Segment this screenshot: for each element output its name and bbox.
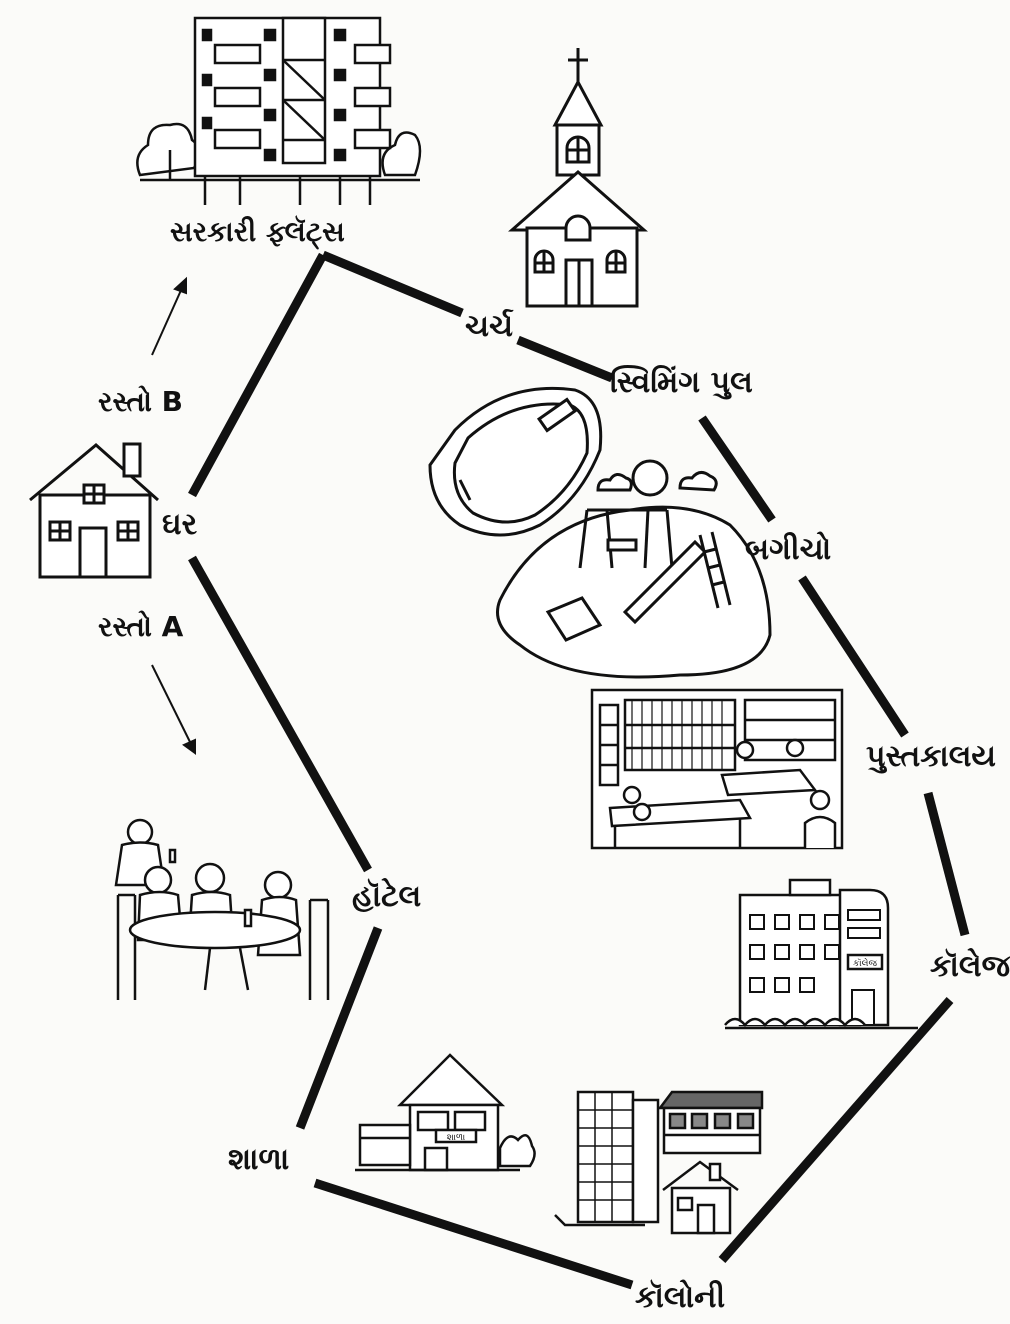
label-route-a: રસ્તો A xyxy=(98,610,184,643)
path-church-pool xyxy=(516,335,614,383)
arrow-down-icon xyxy=(151,664,196,755)
path-hotel-home xyxy=(188,555,372,873)
college-sign: કૉલેજ xyxy=(853,957,877,969)
path-garden-library xyxy=(798,575,909,738)
label-colony: કૉલોની xyxy=(635,1280,726,1315)
label-route-b: રસ્તો B xyxy=(98,385,183,418)
arrow-up-icon xyxy=(151,276,187,356)
path-lines xyxy=(188,250,970,1290)
colony-buildings-icon xyxy=(554,1090,764,1235)
label-flats: સરકારી ફ્લૅટ્સ xyxy=(170,215,345,248)
playground-icon xyxy=(496,459,772,679)
pool-icon xyxy=(428,386,603,537)
school-building-icon xyxy=(355,1053,536,1172)
path-colony-school xyxy=(313,1178,634,1290)
path-home-flats xyxy=(188,252,327,498)
label-library: પુસ્તકાલય xyxy=(866,739,996,774)
path-library-college xyxy=(923,791,970,937)
path-school-hotel xyxy=(295,926,383,1130)
church-icon xyxy=(508,48,648,308)
label-home: ઘર xyxy=(162,507,198,542)
label-hotel: હૉટેલ xyxy=(352,879,422,914)
label-garden: બગીચો xyxy=(745,532,832,567)
school-sign: શાળા xyxy=(447,1133,465,1143)
label-college: કૉલેજ xyxy=(930,949,1010,984)
path-pool-garden xyxy=(698,415,776,523)
house-icon xyxy=(29,442,159,579)
path-college-colony xyxy=(718,997,954,1263)
path-flats-church xyxy=(321,250,464,318)
college-building-icon xyxy=(724,878,918,1030)
label-pool: સ્વિમિંગ પુલ xyxy=(610,365,753,400)
flats-building-icon xyxy=(136,16,422,205)
label-school: શાળા xyxy=(228,1142,290,1177)
library-icon xyxy=(590,688,844,850)
hotel-people-icon xyxy=(114,818,330,1000)
label-church: ચર્ચ xyxy=(465,309,513,344)
